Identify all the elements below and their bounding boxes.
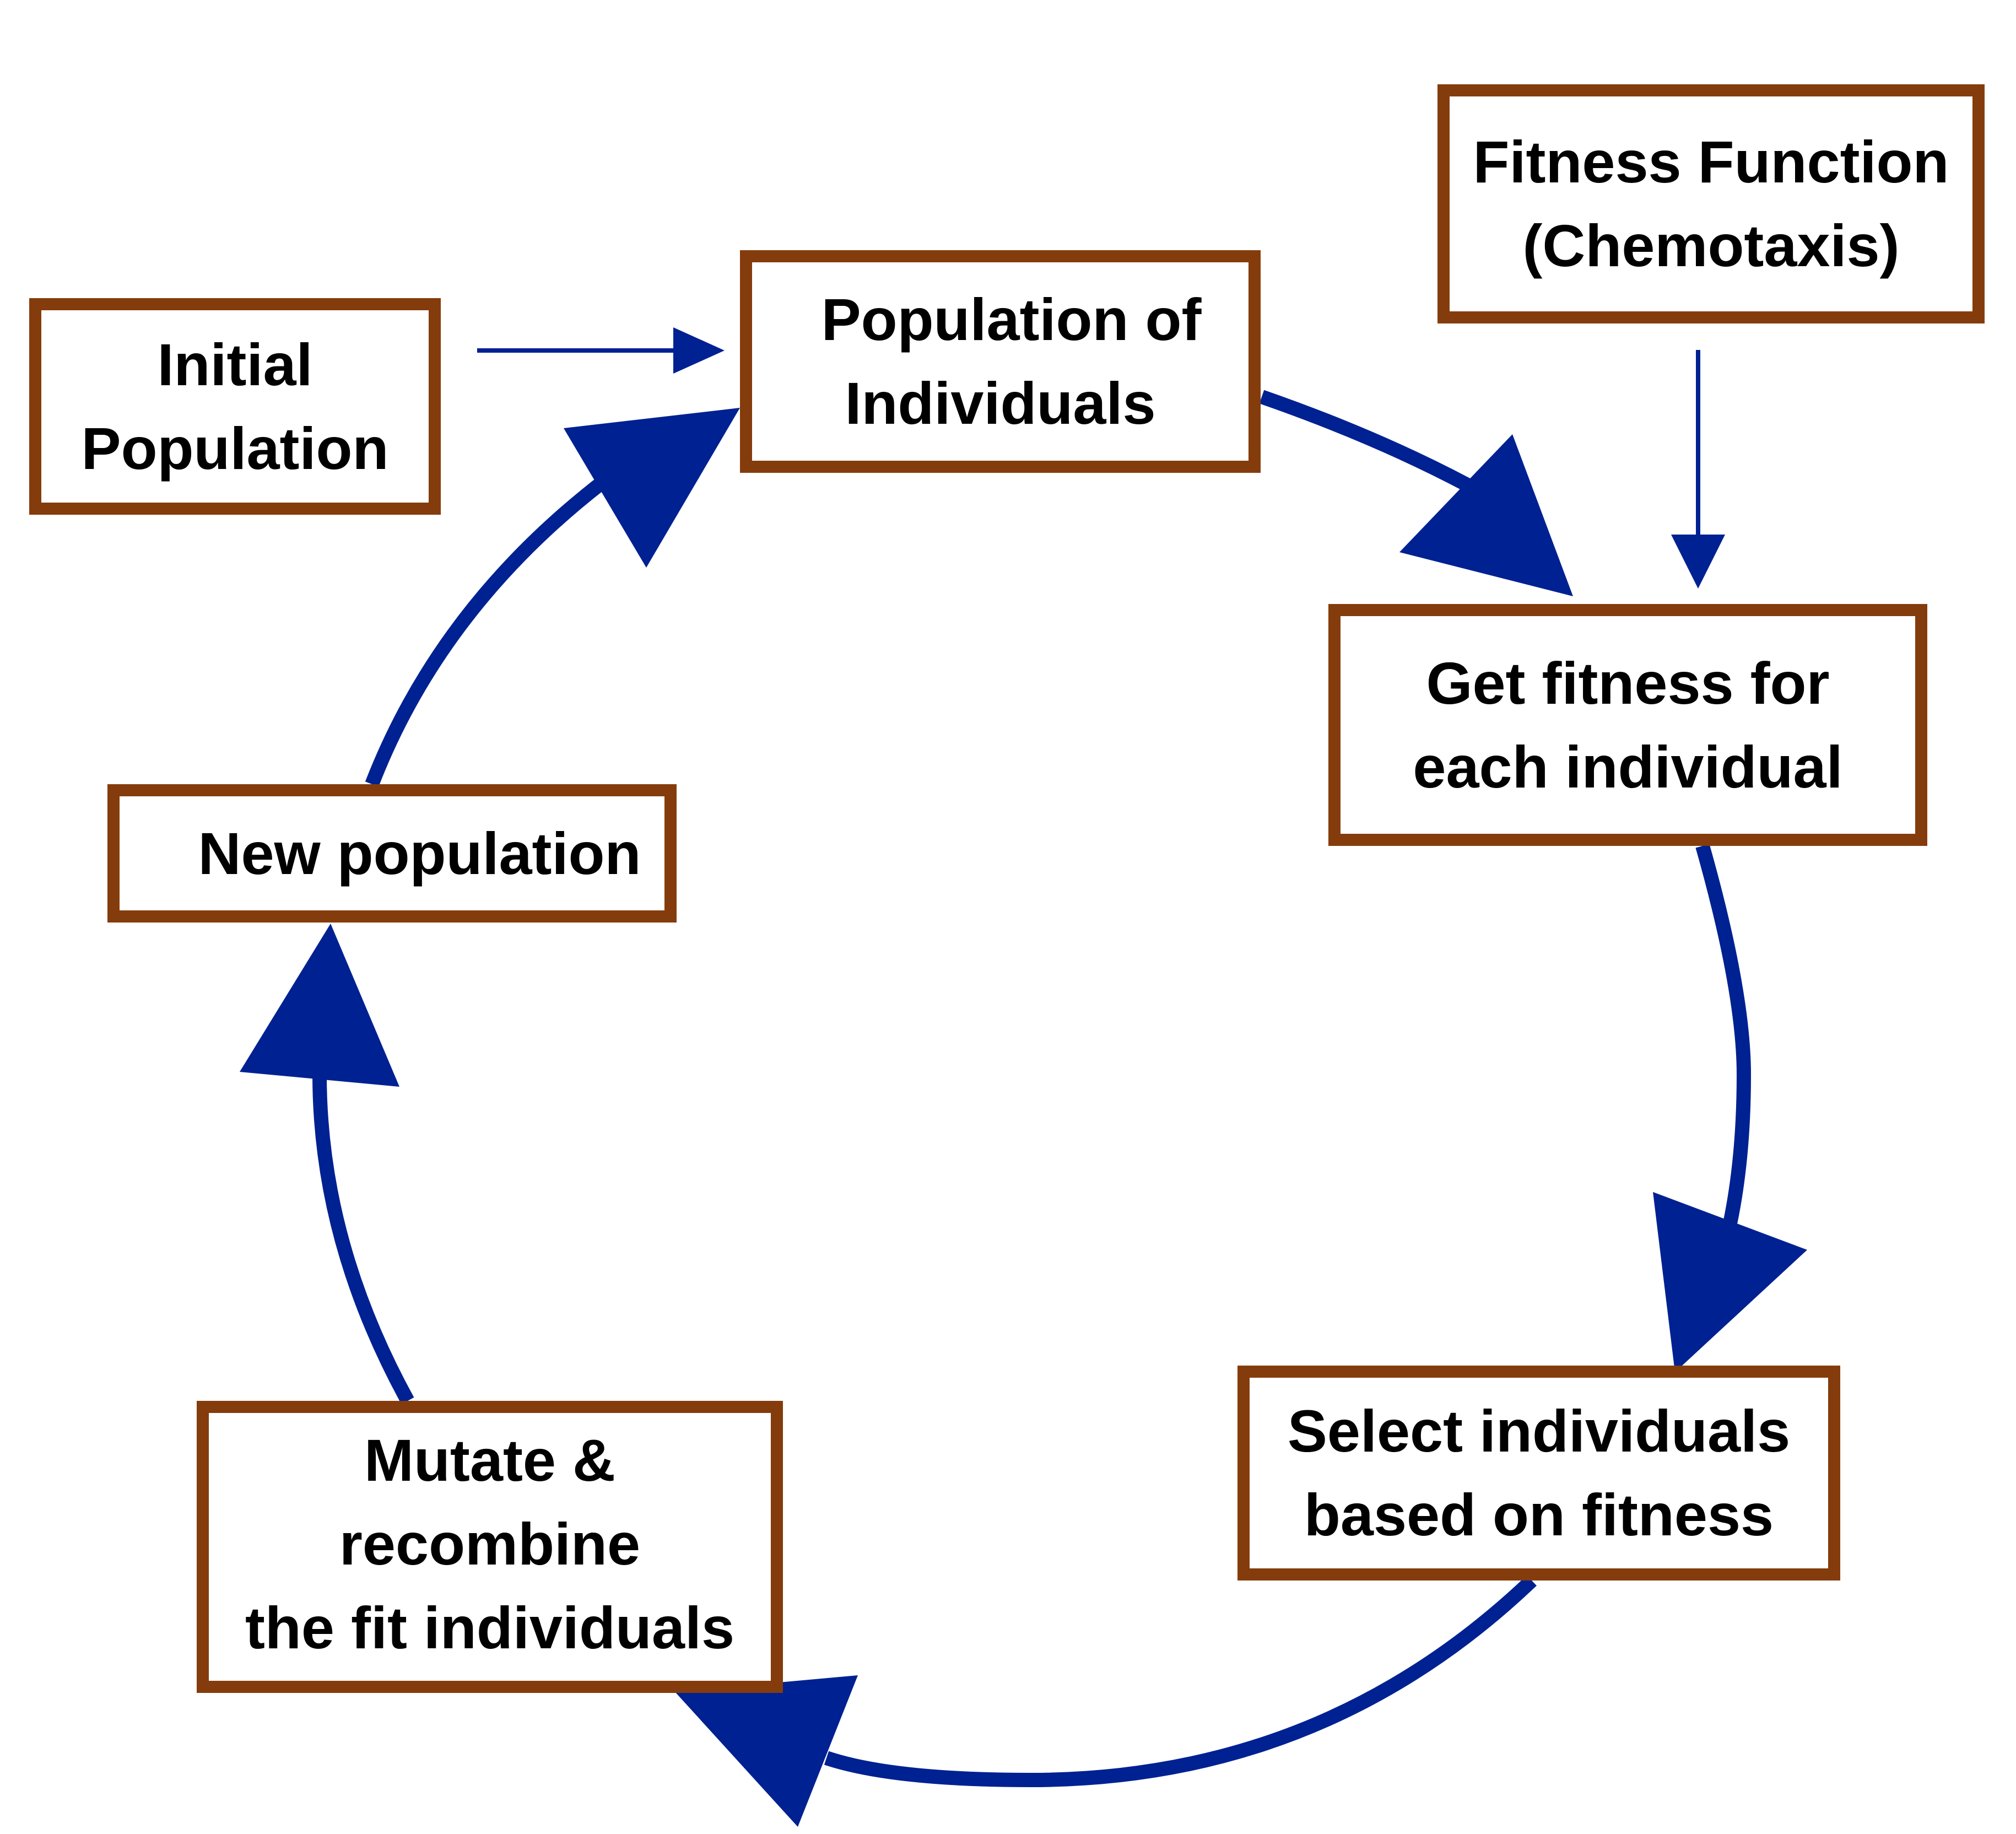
fitness-function-line2: (Chemotaxis) <box>1522 212 1900 279</box>
fitness-function-box: Fitness Function (Chemotaxis) <box>1437 84 1985 323</box>
new-population-label: New population <box>198 819 641 887</box>
fitness-function-line1: Fitness Function <box>1473 128 1949 195</box>
arrow-new-population-to-population <box>365 408 740 787</box>
get-fitness-line1: Get fitness for <box>1426 649 1830 716</box>
population-of-individuals-box: Population of Individuals <box>740 250 1261 473</box>
select-individuals-line2: based on fitness <box>1304 1481 1774 1548</box>
arrow-select-to-mutate <box>675 1575 1537 1827</box>
population-of-individuals-line2: Individuals <box>845 370 1156 436</box>
arrow-mutate-to-new-population <box>240 924 414 1405</box>
initial-population-box: Initial Population <box>29 298 441 515</box>
arrow-population-to-get-fitness <box>1259 390 1573 596</box>
mutate-recombine-box: Mutate & recombine the fit individuals <box>197 1401 783 1693</box>
initial-population-line2: Population <box>81 414 389 482</box>
mutate-recombine-line3: the fit individuals <box>245 1594 735 1661</box>
population-of-individuals-line1: Population of <box>821 286 1202 353</box>
initial-population-line1: Initial <box>157 331 313 398</box>
mutate-recombine-line1: Mutate & <box>364 1427 615 1493</box>
arrow-get-fitness-to-select <box>1653 844 1807 1372</box>
select-individuals-line1: Select individuals <box>1287 1398 1791 1464</box>
arrow-initial-to-population <box>477 327 725 374</box>
get-fitness-box: Get fitness for each individual <box>1328 604 1927 846</box>
get-fitness-line2: each individual <box>1413 733 1843 800</box>
select-individuals-box: Select individuals based on fitness <box>1237 1366 1840 1581</box>
arrow-fitness-function-to-get-fitness <box>1671 350 1725 589</box>
new-population-box: New population <box>107 784 677 923</box>
mutate-recombine-line2: recombine <box>339 1511 641 1577</box>
